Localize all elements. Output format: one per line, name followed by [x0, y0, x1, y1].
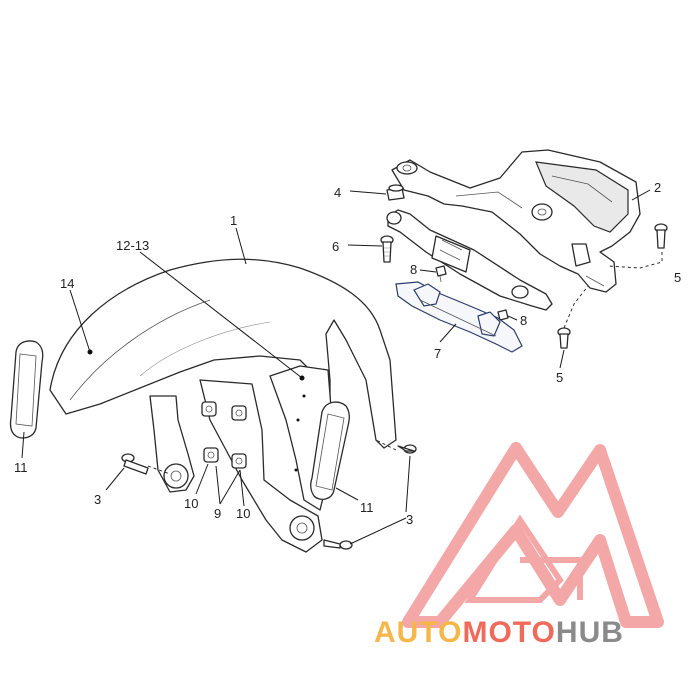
screw-part-8-upper: [435, 265, 447, 283]
callout-6: 6: [332, 239, 339, 254]
damper-clamp-part-7: [395, 281, 523, 353]
callout-9: 9: [214, 506, 221, 521]
nut-part-4: [386, 184, 405, 201]
clip-nuts-part-9-10: [201, 401, 247, 469]
leader-lines: [21, 189, 663, 545]
callout-4: 4: [334, 185, 341, 200]
callout-8-upper: 8: [410, 262, 417, 277]
brand-part-auto: AUTO: [374, 616, 463, 649]
screw-part-3-right-upper: [397, 444, 417, 454]
bolt-part-5-right: [654, 223, 668, 249]
callout-5-right: 5: [674, 270, 681, 285]
callout-11-left: 11: [14, 460, 28, 475]
reflector-part-11-left: [9, 340, 44, 439]
watermark-logo: [402, 442, 664, 628]
callout-10-left: 10: [184, 496, 198, 511]
screw-part-3-right-lower: [323, 539, 353, 550]
callout-12-13: 12-13: [116, 238, 149, 253]
steering-bracket-part: [391, 149, 641, 293]
watermark-brand-name: AUTOMOTOHUB: [374, 616, 624, 650]
brand-part-hub: HUB: [555, 616, 624, 649]
callout-14: 14: [60, 276, 74, 291]
callout-11-right: 11: [360, 500, 374, 515]
steering-damper-part: [386, 209, 553, 311]
screw-part-3-left: [121, 453, 149, 475]
callout-1: 1: [230, 213, 237, 228]
reflector-part-11-right: [310, 401, 350, 501]
bolt-part-6: [380, 235, 394, 263]
bolt-part-5-lower: [557, 327, 571, 349]
callout-10-right: 10: [236, 506, 250, 521]
callout-5-lower: 5: [556, 370, 563, 385]
screw-part-8-lower: [497, 309, 509, 321]
callout-labels: 1 2 4 6 8 8 7 5 5 12-13 14 11 11 3 3 10 …: [14, 180, 681, 527]
callout-2: 2: [654, 180, 661, 195]
callout-3-left: 3: [94, 492, 101, 507]
callout-7: 7: [434, 346, 441, 361]
callout-8-lower: 8: [520, 313, 527, 328]
brand-part-moto: MOTO: [462, 616, 556, 649]
callout-3-right: 3: [406, 512, 413, 527]
